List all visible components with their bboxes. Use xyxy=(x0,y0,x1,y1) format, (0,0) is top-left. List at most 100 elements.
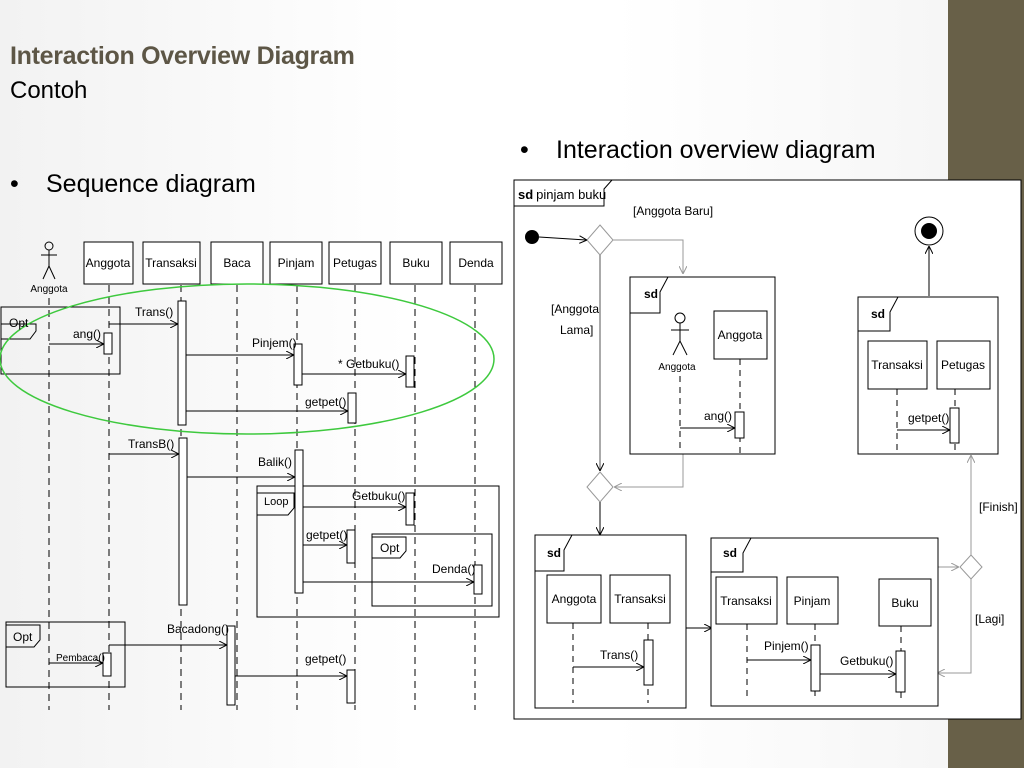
ref-box-buku xyxy=(878,578,932,627)
msg-getpet: getpet() xyxy=(908,411,949,425)
ref-box-pinjam xyxy=(786,576,839,625)
lifeline-box-anggota xyxy=(83,241,134,285)
sequence-diagram: Anggota Anggota Transaksi Baca Pinjam Pe… xyxy=(0,241,503,710)
frame-keyword: sd xyxy=(518,187,533,202)
messages xyxy=(49,324,473,676)
msg-ang: ang() xyxy=(704,409,732,423)
activation-bar xyxy=(102,652,112,677)
msg-transb: TransB() xyxy=(128,437,174,451)
ref-frame-tab xyxy=(711,537,752,573)
msg-getpet: getpet() xyxy=(305,395,346,409)
activation-bar xyxy=(734,411,745,439)
activation-bar xyxy=(294,449,304,594)
lifeline-box-petugas xyxy=(328,241,382,285)
ref-sd-label: sd xyxy=(547,546,561,560)
flow xyxy=(938,579,972,673)
ref-box-label: Transaksi xyxy=(871,358,923,372)
flow xyxy=(613,239,683,273)
actor-label: Anggota xyxy=(658,362,696,373)
msg-getbuku: Getbuku() xyxy=(352,489,405,503)
fragment-loop-tab xyxy=(257,492,295,516)
ref-box-label: Buku xyxy=(891,596,918,610)
lifeline-label-transaksi: Transaksi xyxy=(145,256,197,270)
msg-pinjem: Pinjem() xyxy=(252,336,297,350)
fragment-opt-2 xyxy=(371,533,493,607)
bullet-symbol: • xyxy=(10,170,19,198)
fragment-label-opt: Opt xyxy=(13,630,33,644)
activation-bar xyxy=(177,300,187,426)
guard-anggota-lama-line2: Lama] xyxy=(560,323,593,337)
ref-box-label: Transaksi xyxy=(720,594,772,608)
initial-node xyxy=(525,230,539,244)
guard-finish: [Finish] xyxy=(979,500,1018,514)
activation-bar xyxy=(347,392,357,424)
bullet-text: Sequence diagram xyxy=(46,170,256,198)
lifelines xyxy=(48,285,476,710)
ref-box-label: Petugas xyxy=(941,358,985,372)
lifeline-label-pinjam: Pinjam xyxy=(278,256,315,270)
ref-frame-tab xyxy=(630,276,669,314)
fragment-opt-2-tab xyxy=(372,536,407,559)
ref-frame-tab xyxy=(858,296,899,332)
msg-pembaca: Pembaca() xyxy=(56,653,105,664)
ref-box-anggota xyxy=(546,574,602,624)
msg-getpet: getpet() xyxy=(305,652,346,666)
fragment-opt-1-tab xyxy=(1,323,37,340)
fragment-label-opt: Opt xyxy=(380,541,400,555)
fragment-label-loop: Loop xyxy=(264,496,288,508)
lifeline-box-denda xyxy=(449,241,503,285)
msg-trans: Trans() xyxy=(135,305,173,319)
slide-subtitle: Contoh xyxy=(10,77,88,104)
frame-name: pinjam buku xyxy=(536,187,606,202)
lifeline-label-baca: Baca xyxy=(223,256,251,270)
slide-title: Interaction Overview Diagram xyxy=(10,42,355,70)
msg-balik: Balik() xyxy=(258,455,292,469)
fragment-opt-3 xyxy=(5,621,126,688)
ref-box-label: Pinjam xyxy=(794,594,831,608)
guard-anggota-lama-line1: [Anggota xyxy=(551,302,599,316)
ref-box-transaksi xyxy=(867,340,928,390)
ref-box-petugas xyxy=(936,340,991,390)
ref-box-transaksi xyxy=(715,576,778,625)
final-node-core xyxy=(921,223,937,239)
fragment-loop xyxy=(256,485,500,618)
msg-denda: Denda() xyxy=(432,562,475,576)
bullet-text: Interaction overview diagram xyxy=(556,136,876,164)
msg-ang: ang() xyxy=(73,327,101,341)
bullet-symbol: • xyxy=(520,136,529,164)
lifeline-label-petugas: Petugas xyxy=(333,256,377,270)
msg-getbuku-star: * Getbuku() xyxy=(338,357,399,371)
activation-bar xyxy=(293,343,303,386)
ref-box-label: Anggota xyxy=(552,592,597,606)
fragment-opt-1 xyxy=(0,306,121,375)
activation-bar xyxy=(346,669,356,704)
lifeline-box-pinjam xyxy=(269,241,323,285)
activation-bar xyxy=(895,650,906,693)
activation-bar xyxy=(810,644,821,692)
fragment-opt-3-tab xyxy=(6,624,41,648)
activation-bar xyxy=(178,437,188,606)
bullet-overview-diagram: • Interaction overview diagram xyxy=(520,136,876,165)
msg-bacadong: Bacadong() xyxy=(167,622,229,636)
fragment-label-opt: Opt xyxy=(9,316,29,330)
lifeline-label-anggota: Anggota xyxy=(86,256,131,270)
overview-frame-tab xyxy=(514,179,613,207)
actor-anggota-figure xyxy=(41,241,57,280)
ref-sd-label: sd xyxy=(871,307,885,321)
ref-frame-tab xyxy=(535,534,573,572)
ref-sd-label: sd xyxy=(644,287,658,301)
bullet-sequence-diagram: • Sequence diagram xyxy=(10,170,256,199)
lifeline-box-buku xyxy=(389,241,443,285)
lifeline-label-denda: Denda xyxy=(458,256,494,270)
ref-frame-anggota xyxy=(629,276,776,455)
activation-bar xyxy=(949,407,960,444)
lifeline-label-buku: Buku xyxy=(402,256,429,270)
guard-lagi: [Lagi] xyxy=(975,612,1004,626)
ref-box-label: Anggota xyxy=(718,328,763,342)
activation-bar xyxy=(643,639,654,686)
activation-bar xyxy=(226,625,236,706)
actor-label: Anggota xyxy=(30,284,68,295)
activation-bar xyxy=(103,332,113,355)
